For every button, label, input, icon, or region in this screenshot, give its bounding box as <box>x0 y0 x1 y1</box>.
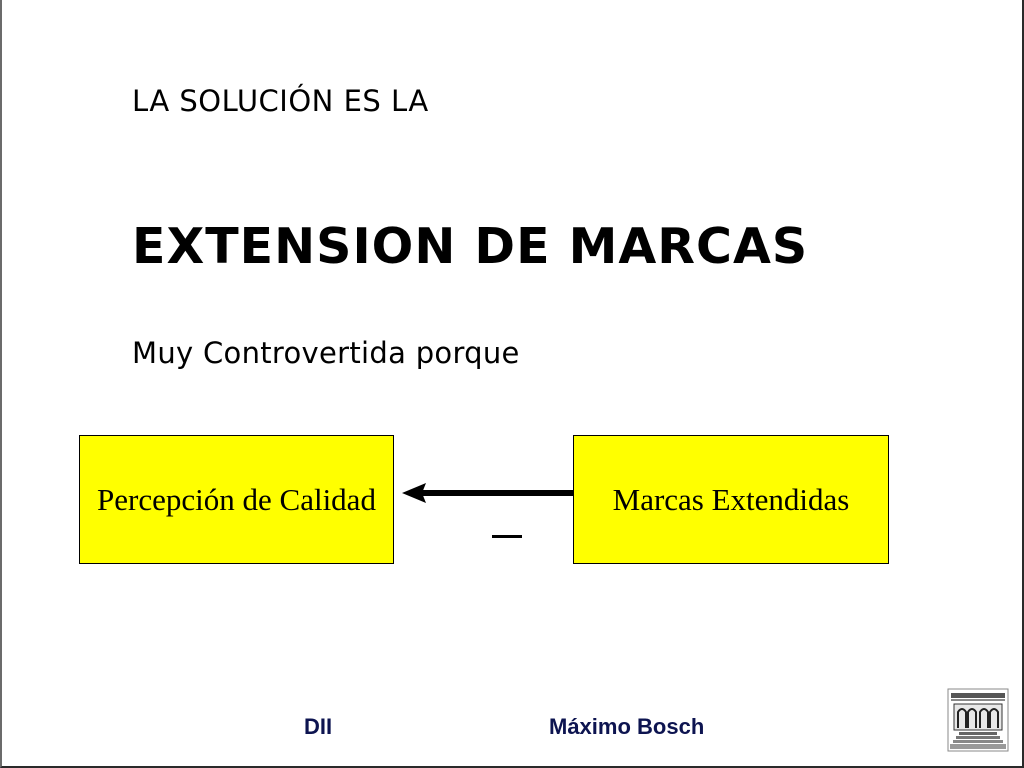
building-logo-icon <box>947 688 1009 752</box>
extended-brands-box: Marcas Extendidas <box>573 435 889 564</box>
quality-perception-label: Percepción de Calidad <box>97 481 376 517</box>
footer-department: DII <box>304 714 333 739</box>
negative-relation-sign <box>492 535 522 538</box>
slide-title: EXTENSION DE MARCAS <box>132 218 809 275</box>
left-arrow-icon <box>402 483 576 503</box>
slide-subtitle: Muy Controvertida porque <box>132 336 520 370</box>
quality-perception-box: Percepción de Calidad <box>79 435 394 564</box>
footer-author: Máximo Bosch <box>549 714 705 739</box>
intro-text: LA SOLUCIÓN ES LA <box>132 84 429 118</box>
extended-brands-label: Marcas Extendidas <box>612 481 850 517</box>
